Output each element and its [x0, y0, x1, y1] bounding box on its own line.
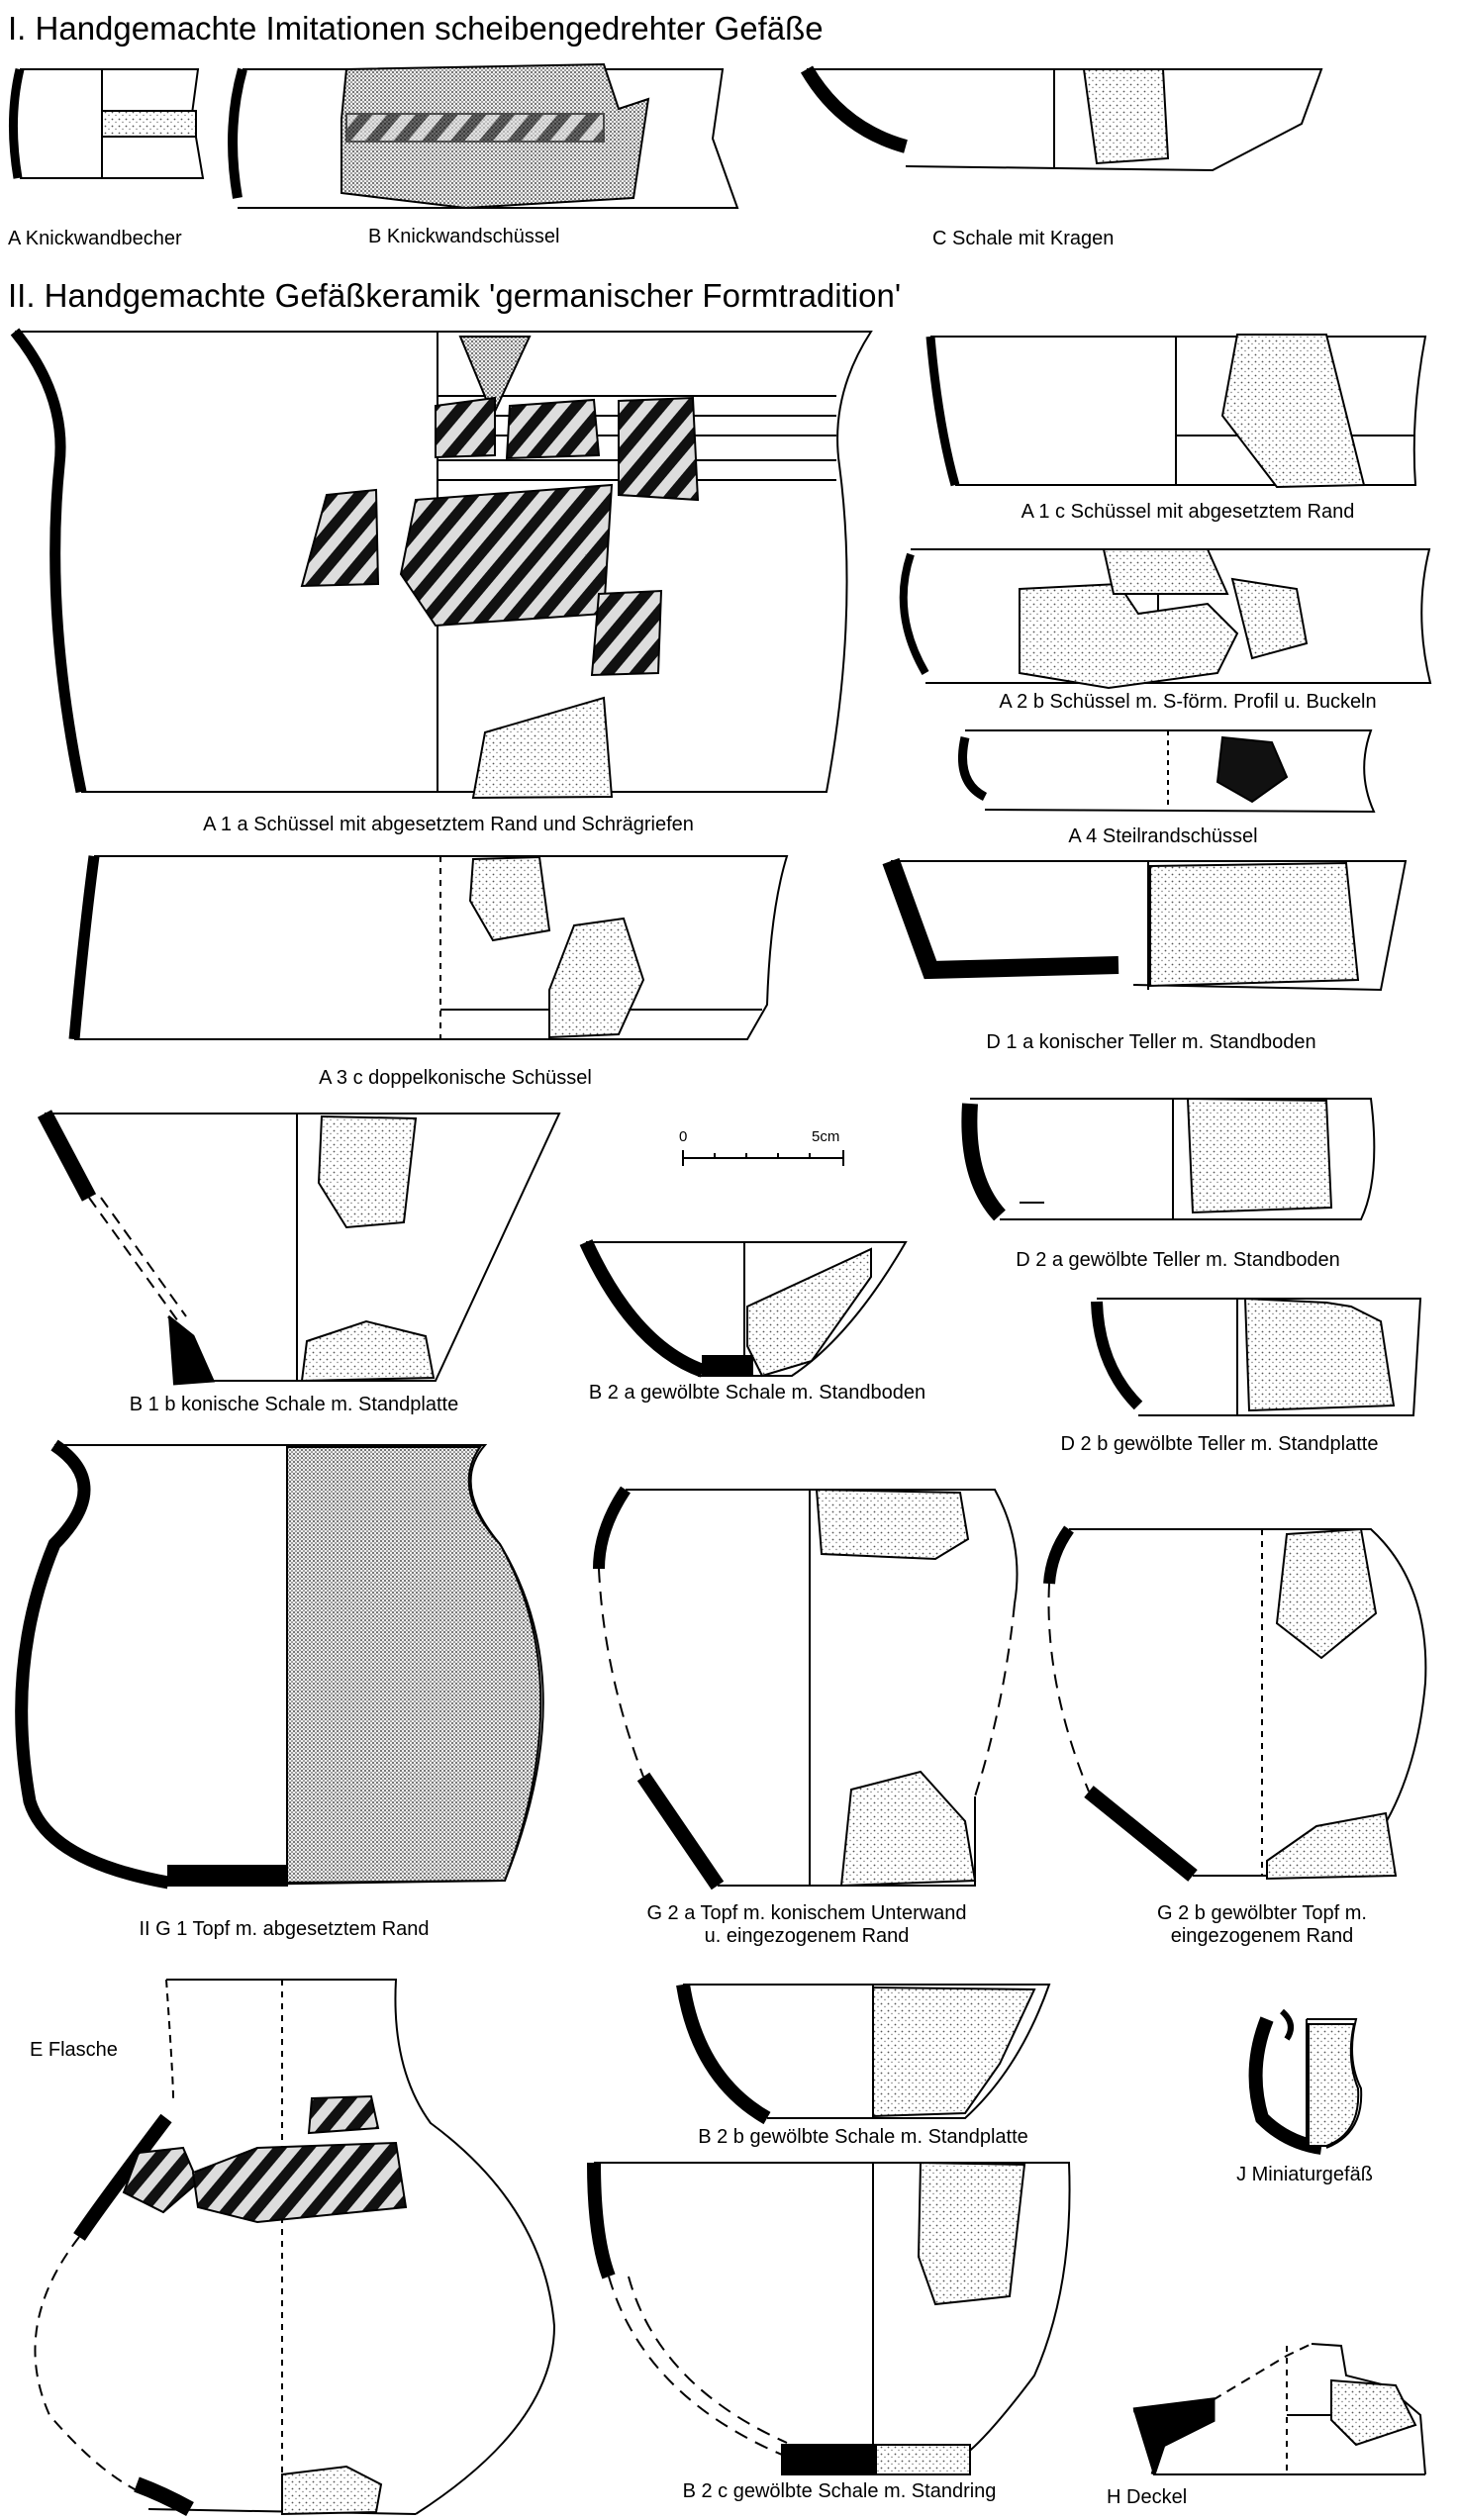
caption-g2b-line2: eingezogenem Rand [1170, 1925, 1354, 1947]
vessel-d2b [1091, 1297, 1422, 1416]
caption-d2b: D 2 b gewölbte Teller m. Standplatte [1060, 1433, 1379, 1455]
vessel-b1b [37, 1110, 561, 1386]
caption-a2b: A 2 b Schüssel m. S-förm. Profil u. Buck… [999, 691, 1377, 713]
caption-i-a: A Knickwandbecher [8, 228, 182, 249]
caption-g1: II G 1 Topf m. abgesetztem Rand [139, 1918, 430, 1940]
caption-a1c: A 1 c Schüssel mit abgesetztem Rand [1021, 501, 1355, 523]
section-one-heading: I. Handgemachte Imitationen scheibengedr… [8, 10, 824, 47]
caption-i-b: B Knickwandschüssel [368, 226, 560, 247]
caption-h: H Deckel [1107, 2486, 1188, 2508]
caption-b2b: B 2 b gewölbte Schale m. Standplatte [698, 2126, 1028, 2148]
section-two-heading: II. Handgemachte Gefäßkeramik 'germanisc… [8, 277, 902, 314]
vessel-i-a [8, 67, 205, 179]
vessel-a4 [958, 729, 1376, 814]
vessel-d1a [882, 857, 1408, 992]
caption-g2b-line1: G 2 b gewölbter Topf m. [1157, 1902, 1367, 1924]
caption-g2b: G 2 b gewölbter Topf m. eingezogenem Ran… [1157, 1902, 1367, 1948]
vessel-d2a [961, 1097, 1376, 1221]
caption-d1a: D 1 a konischer Teller m. Standboden [986, 1031, 1316, 1053]
scale-five: 5cm [812, 1128, 840, 1145]
vessel-b2a [579, 1239, 908, 1378]
vessel-j-miniatur [1248, 2008, 1363, 2155]
vessel-g2b [1043, 1525, 1427, 1882]
caption-g2a-line1: G 2 a Topf m. konischem Unterwand [646, 1902, 967, 1924]
vessel-b2c [587, 2161, 1071, 2475]
caption-a4: A 4 Steilrandschüssel [1068, 825, 1258, 847]
vessel-i-b [228, 62, 739, 210]
vessel-e-flasche [34, 1979, 556, 2516]
caption-b2a: B 2 a gewölbte Schale m. Standboden [588, 1382, 926, 1404]
scale-zero: 0 [679, 1128, 688, 1145]
caption-e: E Flasche [30, 2039, 118, 2061]
vessel-i-c [800, 65, 1323, 172]
scale-bar [682, 1150, 844, 1166]
vessel-g2a [593, 1486, 1019, 1890]
vessel-g1 [15, 1439, 544, 1890]
caption-a1a: A 1 a Schüssel mit abgesetztem Rand und … [203, 814, 694, 835]
vessel-a1a [10, 328, 873, 800]
vessel-h-deckel [1132, 2343, 1426, 2475]
vessel-a3c [68, 855, 789, 1040]
caption-b1b: B 1 b konische Schale m. Standplatte [129, 1394, 459, 1415]
vessel-a2b [899, 548, 1432, 690]
caption-g2a: G 2 a Topf m. konischem Unterwand u. ein… [646, 1902, 966, 1948]
caption-d2a: D 2 a gewölbte Teller m. Standboden [1016, 1249, 1340, 1271]
caption-g2a-line2: u. eingezogenem Rand [704, 1925, 910, 1947]
caption-i-c: C Schale mit Kragen [932, 228, 1115, 249]
vessel-b2b [676, 1983, 1051, 2125]
caption-b2c: B 2 c gewölbte Schale m. Standring [682, 2480, 997, 2502]
vessel-a1c [925, 334, 1427, 489]
caption-j: J Miniaturgefäß [1236, 2164, 1373, 2185]
caption-a3c: A 3 c doppelkonische Schüssel [319, 1067, 592, 1089]
